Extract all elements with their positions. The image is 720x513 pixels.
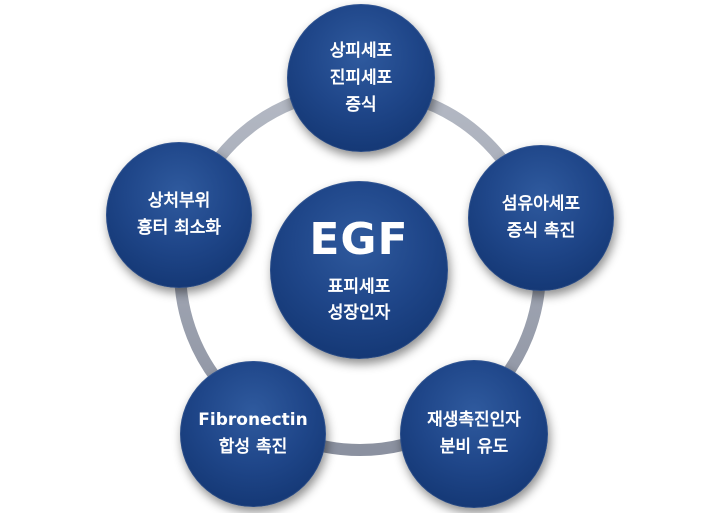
node-line: 흉터 최소화: [136, 218, 222, 238]
node-line: Fibronectin: [198, 410, 308, 430]
node-scar-minimization: 상처부위 흉터 최소화: [106, 142, 252, 288]
node-line: 합성 촉진: [218, 437, 288, 457]
node-line: 진피세포: [329, 67, 393, 88]
node-regeneration-factor: 재생촉진인자 분비 유도: [400, 360, 548, 508]
node-line: 상피세포: [329, 40, 393, 61]
node-cell-proliferation: 상피세포 진피세포 증식: [287, 4, 435, 152]
node-line: 증식 촉진: [506, 221, 576, 241]
node-line: 분비 유도: [439, 437, 509, 457]
node-line: 증식: [345, 94, 377, 115]
node-fibronectin-synthesis: Fibronectin 합성 촉진: [180, 361, 326, 507]
center-title: EGF: [309, 214, 409, 265]
node-line: 재생촉진인자: [427, 410, 521, 430]
center-line: 성장인자: [327, 303, 391, 323]
center-line: 표피세포: [327, 277, 391, 297]
center-node-egf: EGF 표피세포 성장인자: [270, 181, 448, 359]
node-line: 섬유아세포: [501, 194, 581, 214]
node-line: 상처부위: [147, 191, 211, 211]
node-fibroblast-proliferation: 섬유아세포 증식 촉진: [468, 145, 614, 291]
